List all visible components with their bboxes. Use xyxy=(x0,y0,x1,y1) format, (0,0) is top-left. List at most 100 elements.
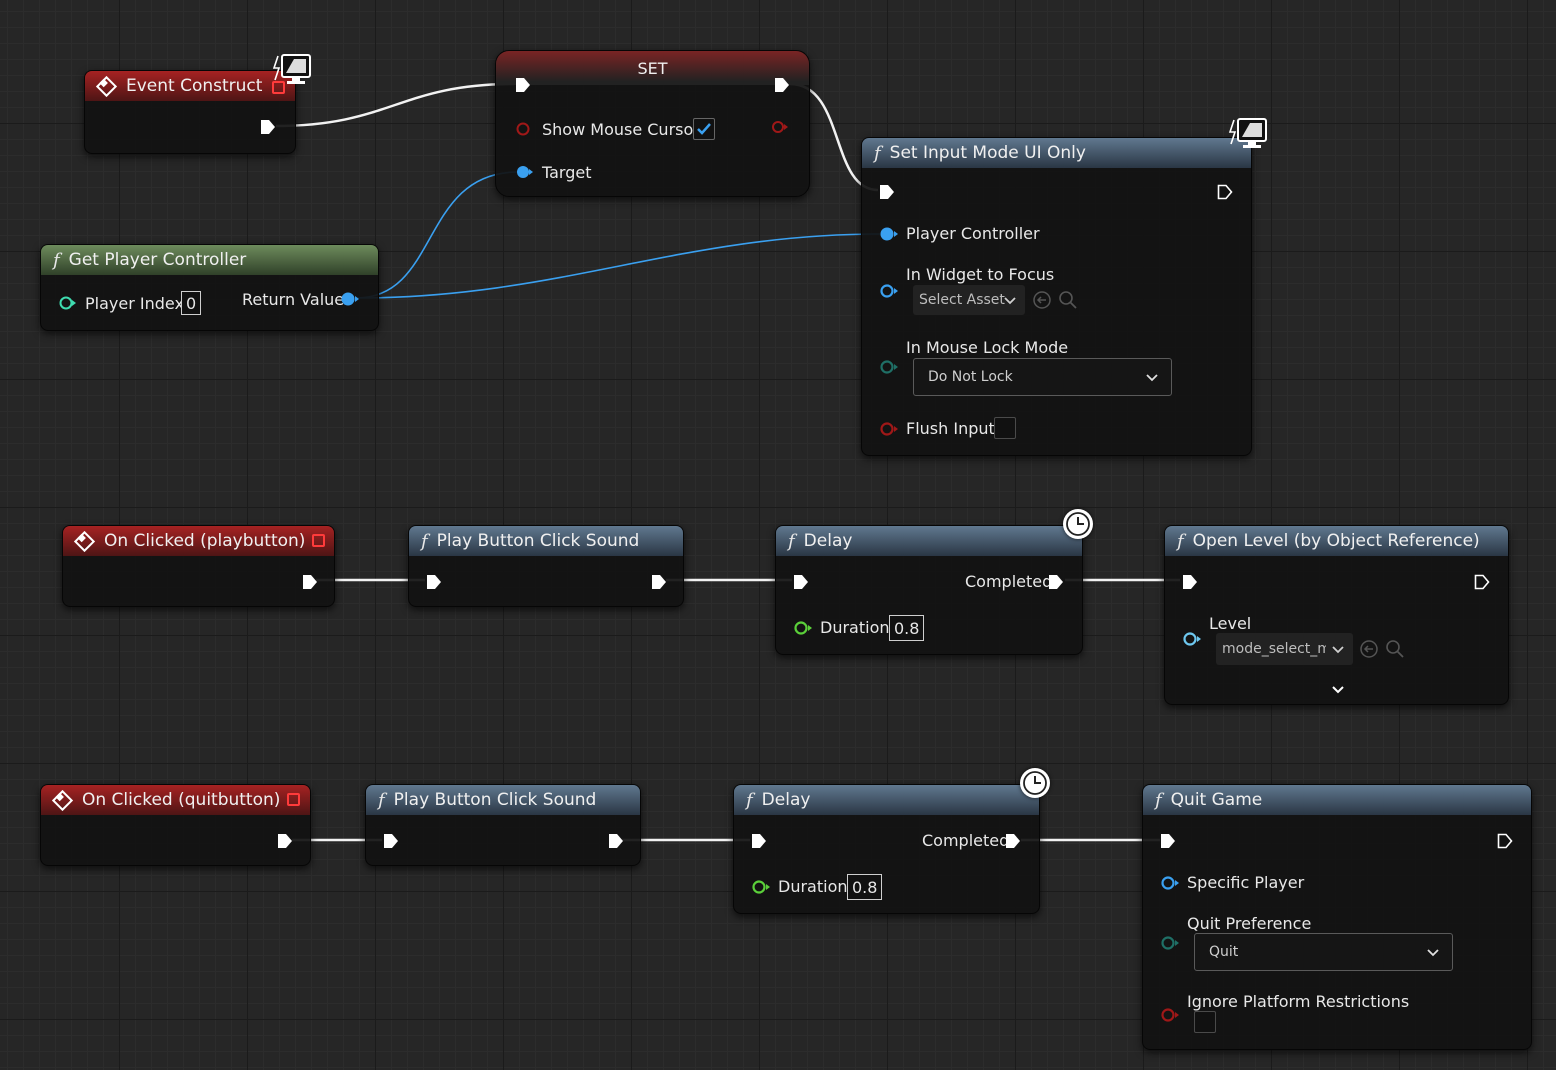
completed-exec-pin[interactable] xyxy=(1005,833,1021,849)
node-header: SET xyxy=(496,51,809,85)
function-icon: f xyxy=(378,789,385,811)
exec-in-pin[interactable] xyxy=(1160,833,1176,849)
ignore-platform-restrictions-pin[interactable] xyxy=(1160,1008,1180,1022)
chevron-down-icon xyxy=(1332,646,1344,654)
select-asset-dropdown[interactable]: Select Asset xyxy=(913,285,1025,315)
exec-in-pin[interactable] xyxy=(1182,574,1198,590)
player-controller-pin[interactable] xyxy=(879,227,899,241)
node-header: f Quit Game xyxy=(1143,785,1531,815)
clock-icon xyxy=(1063,509,1093,539)
mouse-lock-mode-dropdown[interactable]: Do Not Lock xyxy=(913,358,1172,396)
quit-preference-value: Quit xyxy=(1209,944,1239,960)
monitor-icon xyxy=(272,54,311,84)
function-icon: f xyxy=(1155,789,1162,811)
expand-chevron-icon[interactable] xyxy=(1330,683,1346,697)
exec-out-pin[interactable] xyxy=(1497,833,1513,849)
node-title: SET xyxy=(637,58,668,78)
node-header: Event Construct xyxy=(85,71,295,101)
exec-out-pin[interactable] xyxy=(277,833,293,849)
back-arrow-icon[interactable] xyxy=(1359,639,1379,659)
exec-out-pin[interactable] xyxy=(774,77,790,93)
on-clicked-quitbutton-node[interactable]: On Clicked (quitbutton) xyxy=(40,784,311,866)
exec-in-pin[interactable] xyxy=(879,184,895,200)
quit-preference-label: Quit Preference xyxy=(1187,914,1312,933)
set-input-mode-ui-only-node[interactable]: f Set Input Mode UI Only Player Controll… xyxy=(861,137,1252,456)
completed-label: Completed xyxy=(922,831,1010,850)
duration-field[interactable]: 0.8 xyxy=(847,874,883,900)
delegate-pin[interactable] xyxy=(272,81,285,94)
back-arrow-icon[interactable] xyxy=(1032,290,1052,310)
quit-game-node[interactable]: f Quit Game Specific Player Quit Prefere… xyxy=(1142,784,1532,1050)
node-title: Event Construct xyxy=(126,76,263,96)
exec-in-pin[interactable] xyxy=(515,77,531,93)
event-diamond-icon xyxy=(95,75,118,97)
flush-input-pin[interactable] xyxy=(879,422,899,436)
play-button-click-sound-node[interactable]: f Play Button Click Sound xyxy=(408,525,684,607)
delay-node[interactable]: f Delay Completed Duration 0.8 xyxy=(775,525,1083,655)
bool-in-pin[interactable] xyxy=(516,122,530,136)
node-header: f Play Button Click Sound xyxy=(366,785,640,815)
search-icon[interactable] xyxy=(1058,290,1078,310)
exec-in-pin[interactable] xyxy=(793,574,809,590)
exec-out-pin[interactable] xyxy=(651,574,667,590)
quit-preference-dropdown[interactable]: Quit xyxy=(1194,933,1453,971)
completed-label: Completed xyxy=(965,572,1053,591)
delegate-pin[interactable] xyxy=(312,534,325,547)
exec-out-pin[interactable] xyxy=(608,833,624,849)
node-header: f Set Input Mode UI Only xyxy=(862,138,1251,168)
function-icon: f xyxy=(874,142,881,164)
level-pin[interactable] xyxy=(1182,632,1202,646)
play-button-click-sound-node[interactable]: f Play Button Click Sound xyxy=(365,784,641,866)
target-in-pin[interactable] xyxy=(516,165,534,179)
specific-player-pin[interactable] xyxy=(1160,876,1180,890)
exec-out-pin[interactable] xyxy=(1217,184,1233,200)
return-value-label: Return Value xyxy=(242,290,345,309)
clock-icon xyxy=(1020,768,1050,798)
player-index-field[interactable]: 0 xyxy=(181,291,202,315)
node-title: On Clicked (quitbutton) xyxy=(82,790,281,810)
exec-out-pin[interactable] xyxy=(302,574,318,590)
in-widget-to-focus-pin[interactable] xyxy=(879,284,899,298)
object-wire-player-controller xyxy=(355,233,881,299)
duration-pin[interactable] xyxy=(751,880,771,894)
show-mouse-cursor-checkbox[interactable] xyxy=(693,118,715,140)
level-label: Level xyxy=(1209,614,1252,633)
search-icon[interactable] xyxy=(1385,639,1405,659)
flush-input-checkbox[interactable] xyxy=(994,417,1016,439)
bool-out-pin[interactable] xyxy=(771,120,789,134)
node-header: f Get Player Controller xyxy=(41,245,378,275)
duration-field[interactable]: 0.8 xyxy=(889,615,925,641)
ignore-platform-restrictions-checkbox[interactable] xyxy=(1194,1011,1216,1033)
exec-in-pin[interactable] xyxy=(751,833,767,849)
target-label: Target xyxy=(542,163,592,182)
get-player-controller-node[interactable]: f Get Player Controller Player Index 0 R… xyxy=(40,244,379,331)
exec-in-pin[interactable] xyxy=(426,574,442,590)
level-asset-dropdown[interactable]: mode_select_me xyxy=(1216,633,1353,665)
exec-in-pin[interactable] xyxy=(383,833,399,849)
return-value-pin[interactable] xyxy=(340,292,360,306)
function-icon: f xyxy=(1177,530,1184,552)
in-widget-to-focus-label: In Widget to Focus xyxy=(906,265,1055,284)
check-icon xyxy=(697,123,711,135)
event-diamond-icon xyxy=(73,530,96,552)
quit-preference-pin[interactable] xyxy=(1160,936,1180,950)
show-mouse-cursor-label: Show Mouse Cursor xyxy=(542,120,700,139)
exec-out-pin[interactable] xyxy=(1474,574,1490,590)
chevron-down-icon xyxy=(1427,949,1439,957)
player-index-pin[interactable] xyxy=(59,296,77,310)
in-mouse-lock-mode-pin[interactable] xyxy=(879,360,899,374)
completed-exec-pin[interactable] xyxy=(1048,574,1064,590)
exec-out-pin[interactable] xyxy=(260,119,276,135)
node-header: f Delay xyxy=(734,785,1039,815)
set-variable-node[interactable]: SET Show Mouse Cursor Target xyxy=(495,50,810,197)
event-construct-node[interactable]: Event Construct xyxy=(84,70,296,154)
delay-node[interactable]: f Delay Completed Duration 0.8 xyxy=(733,784,1040,914)
flush-input-label: Flush Input xyxy=(906,419,995,438)
delegate-pin[interactable] xyxy=(287,793,300,806)
node-header: On Clicked (quitbutton) xyxy=(41,785,310,815)
node-title: Delay xyxy=(803,531,853,551)
duration-label: Duration xyxy=(778,877,848,896)
open-level-node[interactable]: f Open Level (by Object Reference) Level… xyxy=(1164,525,1509,705)
on-clicked-playbutton-node[interactable]: On Clicked (playbutton) xyxy=(62,525,335,607)
duration-pin[interactable] xyxy=(793,621,813,635)
